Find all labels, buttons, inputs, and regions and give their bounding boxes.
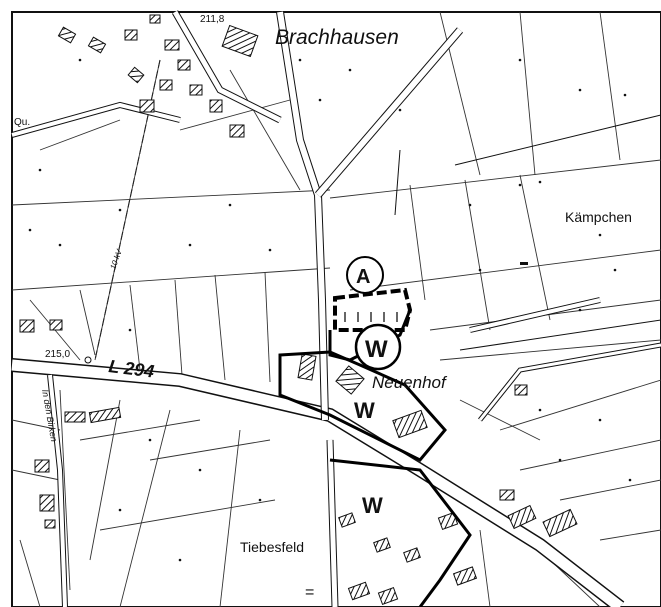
zone-a-label: A	[356, 266, 370, 288]
label-elevation-north: 211,8	[200, 14, 225, 25]
marker	[520, 262, 528, 265]
survey-point	[84, 356, 92, 364]
terrain-symbols	[28, 58, 632, 562]
zone-w-south-label: W	[362, 493, 383, 518]
zone-w-circle	[354, 323, 402, 371]
area-a-ticks	[344, 312, 398, 322]
label-equals: =	[305, 584, 314, 601]
label-elevation-west: 215,0	[45, 349, 70, 360]
label-tiebesfeld: Tiebesfeld	[240, 539, 304, 555]
buildings	[19, 14, 578, 606]
label-qu: Qu.	[14, 117, 30, 128]
planning-boundaries	[278, 287, 472, 607]
embankment-lines	[394, 114, 661, 351]
zone-w-middle-label: W	[354, 398, 375, 423]
zone-a-circle	[346, 256, 384, 294]
zone-w-circle-label: W	[365, 336, 388, 363]
label-neuenhof: Neuenhof	[372, 373, 448, 392]
roads	[11, 10, 661, 607]
label-kaempchen: Kämpchen	[565, 209, 632, 225]
label-brachhausen: Brachhausen	[275, 26, 399, 49]
